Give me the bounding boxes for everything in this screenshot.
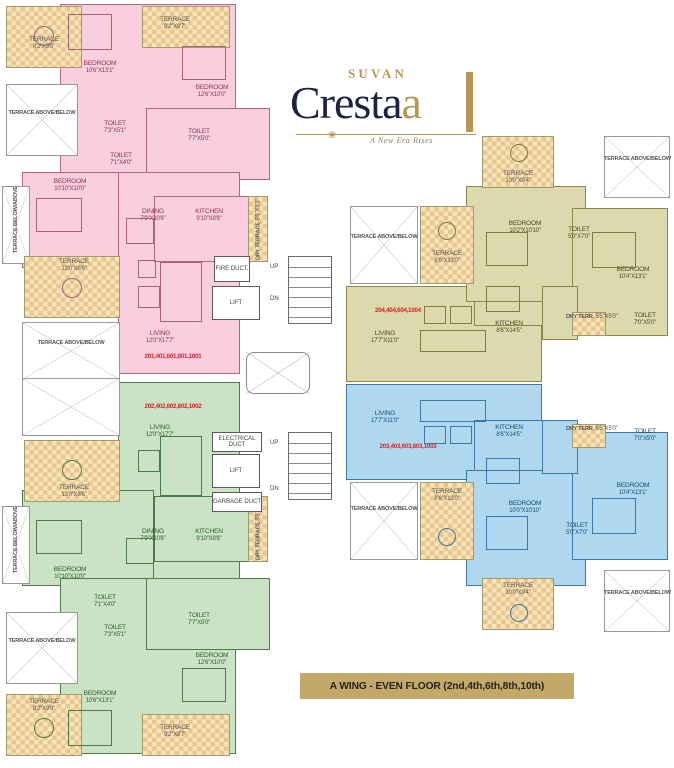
- furniture-bed: [182, 668, 226, 702]
- terrace-below-above-left-5: [2, 506, 30, 584]
- furniture-dining-table: [126, 538, 154, 564]
- terrace-above-below-right-3: [350, 482, 418, 560]
- furniture-bed: [68, 14, 112, 50]
- furniture-dining: [486, 458, 520, 484]
- floor-banner: A WING - EVEN FLOOR (2nd,4th,6th,8th,10t…: [300, 673, 574, 699]
- furniture-table: [138, 450, 160, 472]
- furniture-terrace-table: [62, 278, 82, 298]
- furniture-bed: [486, 232, 528, 266]
- garbage-duct: GARBAGE DUCT: [212, 492, 262, 512]
- furniture-sofa: [160, 262, 202, 322]
- dry-terr-blue: [572, 424, 606, 448]
- furniture-bed: [592, 498, 636, 534]
- terrace-above-below-left-4: [22, 378, 120, 436]
- unit-pink-wing-upper: [146, 108, 270, 180]
- garbage-duct-label: GARBAGE DUCT: [213, 498, 262, 505]
- electrical-duct-label: ELECTRICAL DUCT: [218, 435, 256, 448]
- staircase-lower: [288, 432, 332, 500]
- furniture-bed: [486, 516, 528, 550]
- terrace-green-bottom-mid: [142, 714, 230, 756]
- furniture-bed: [182, 46, 226, 80]
- furniture-bed: [68, 710, 112, 746]
- brand-main-primary: Cresta: [290, 77, 403, 128]
- furniture-table: [138, 260, 156, 278]
- furniture-table: [424, 306, 446, 324]
- dry-terrace-pink: [248, 196, 268, 262]
- lift-lower: LIFT: [212, 454, 260, 488]
- terrace-blue-left: [420, 482, 474, 560]
- furniture-terrace-table: [510, 604, 528, 622]
- unit-blue-bed-right: [572, 432, 668, 560]
- brand-top-text: SUVAN: [348, 66, 408, 81]
- furniture-terrace-table: [438, 528, 456, 546]
- terrace-above-below-right-2: [604, 136, 670, 198]
- furniture-dining-table: [126, 218, 154, 244]
- staircase-upper: [288, 256, 332, 324]
- furniture-table: [138, 286, 160, 308]
- stair-up-upper: UP: [270, 264, 279, 270]
- terrace-above-below-right-4: [604, 570, 670, 632]
- furniture-terrace-table: [510, 144, 528, 162]
- ornament-icon: ❀: [328, 130, 337, 141]
- lift-label: LIFT: [229, 299, 243, 306]
- fire-duct: FIRE DUCT.: [214, 256, 250, 282]
- furniture-bed: [592, 232, 636, 268]
- furniture-sofa: [420, 330, 486, 352]
- terrace-above-below-right-1: [350, 206, 418, 284]
- furniture-sofa: [420, 400, 486, 422]
- brand-tagline: A New Era Rises: [370, 136, 433, 145]
- unit-pink-kitchen-zone: [154, 196, 254, 262]
- lift-upper: LIFT: [212, 286, 260, 320]
- furniture-terrace-table: [34, 26, 54, 46]
- dry-terr-beige: [572, 312, 606, 336]
- furniture-bed: [36, 198, 82, 232]
- furniture-terrace-table: [438, 222, 456, 240]
- terrace-below-above-left-2: [2, 186, 30, 264]
- furniture-sofa: [160, 436, 202, 496]
- lift-label: LIFT: [229, 467, 243, 474]
- terrace-beige-left: [420, 206, 474, 284]
- stair-dn-upper: DN: [270, 296, 279, 302]
- furniture-table: [450, 306, 472, 324]
- brand-logo: SUVAN Crestaa ❀ A New Era Rises: [288, 62, 488, 158]
- stair-dn-lower: DN: [270, 486, 279, 492]
- central-shaft-cross: [246, 352, 310, 394]
- furniture-table: [424, 426, 446, 444]
- terrace-above-below-left-1: [6, 84, 78, 156]
- unit-green-wing-lower: [146, 578, 270, 650]
- terrace-pink-top-mid: [142, 6, 230, 48]
- furniture-table: [450, 426, 472, 444]
- furniture-terrace-table: [62, 460, 82, 480]
- terrace-above-below-left-3: [22, 322, 120, 380]
- brand-divider: [296, 134, 476, 135]
- brand-main-text: Crestaa: [290, 76, 422, 129]
- furniture-terrace-table: [34, 718, 54, 738]
- stair-up-lower: UP: [270, 440, 279, 446]
- fire-duct-label: FIRE DUCT.: [215, 265, 249, 272]
- furniture-dining: [486, 286, 520, 312]
- electrical-duct: ELECTRICAL DUCT: [212, 432, 262, 452]
- brand-main-accent: a: [401, 77, 422, 128]
- brand-accent-bar: [466, 72, 473, 132]
- furniture-bed: [36, 520, 82, 554]
- floor-banner-label: A WING - EVEN FLOOR (2nd,4th,6th,8th,10t…: [329, 680, 545, 692]
- terrace-above-below-left-6: [6, 612, 78, 684]
